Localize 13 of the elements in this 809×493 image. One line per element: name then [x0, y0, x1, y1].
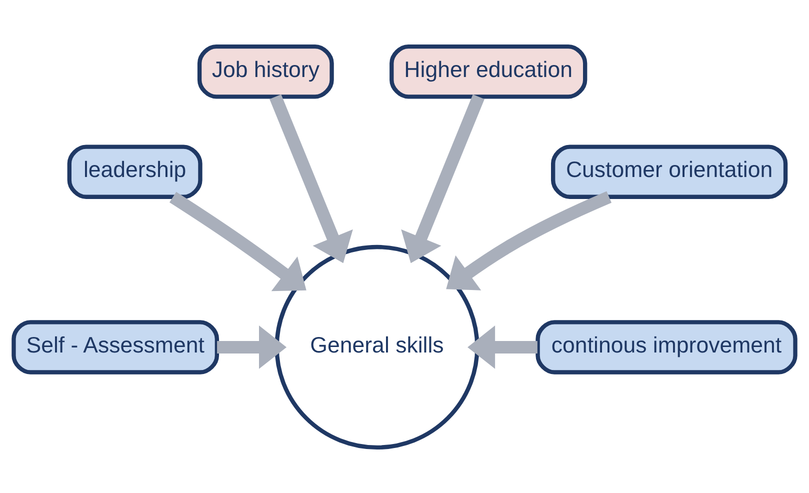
arrow [169, 191, 306, 291]
node-box: Higher education [390, 44, 588, 98]
node-box: continous improvement [536, 320, 798, 374]
arrow [270, 94, 353, 263]
node-box: Customer orientation [551, 144, 788, 198]
arrow [217, 325, 287, 368]
node-circle: General skills [274, 244, 480, 450]
node-box: leadership [67, 144, 202, 198]
arrow [401, 94, 484, 263]
arrow [446, 190, 612, 290]
node-box: Job history [197, 44, 334, 98]
node-box: Self - Assessment [12, 320, 220, 374]
arrow [468, 325, 538, 368]
